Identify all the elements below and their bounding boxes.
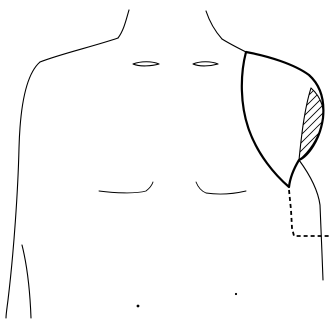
neck-right-line xyxy=(206,11,222,39)
left-waist-contour xyxy=(22,245,31,318)
left-chest-contour xyxy=(99,182,153,193)
right-clavicle-mark xyxy=(193,62,218,66)
right-shoulder-outline xyxy=(242,52,324,187)
right-shoulder-hatched-area xyxy=(290,53,331,178)
small-dot-mark xyxy=(235,293,237,295)
right-lateral-dashed-line xyxy=(289,190,331,236)
right-shoulder-line xyxy=(222,39,246,52)
right-side-contour xyxy=(299,160,323,280)
left-clavicle-mark xyxy=(133,62,159,66)
neck-left-line xyxy=(118,10,129,38)
right-chest-contour xyxy=(196,182,246,194)
left-side-contour xyxy=(6,62,40,318)
left-shoulder-line xyxy=(40,38,118,62)
small-dot-mark xyxy=(137,305,140,308)
